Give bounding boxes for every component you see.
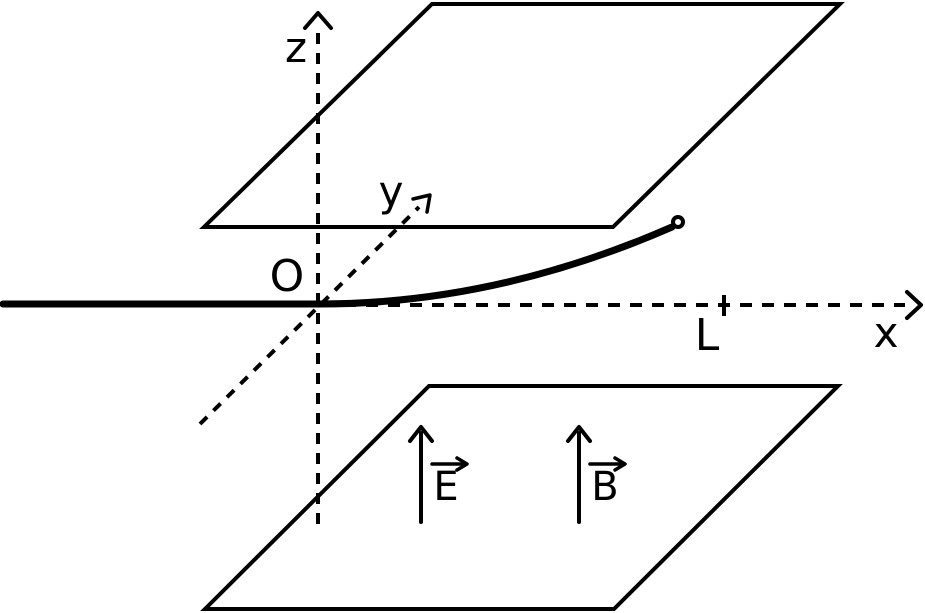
electric-field: E — [408, 425, 469, 524]
x-axis-label: x — [874, 308, 899, 357]
particle-marker — [671, 215, 685, 229]
magnetic-field: B — [566, 425, 627, 524]
x-axis: x — [322, 290, 923, 357]
b-field-label: B — [591, 464, 618, 510]
top-plate — [199, 2, 845, 229]
length-marker-label: L — [695, 310, 720, 361]
origin-label: O — [270, 251, 305, 302]
x-axis-arrowhead-icon — [905, 290, 923, 320]
y-axis-label: y — [379, 167, 404, 216]
z-axis: z — [285, 11, 333, 524]
length-marker: L — [695, 295, 726, 361]
y-axis: y — [198, 167, 432, 426]
z-axis-label: z — [285, 23, 307, 72]
b-vector-overbar-arrowhead-icon — [613, 456, 627, 472]
particle-trajectory — [0, 223, 676, 308]
e-field-label: E — [433, 464, 458, 510]
e-field-arrowhead-icon — [408, 425, 434, 443]
b-field-arrowhead-icon — [566, 425, 592, 443]
y-axis-arrowhead-icon — [411, 193, 432, 214]
bottom-plate — [200, 384, 843, 611]
y-axis-line — [198, 205, 421, 426]
e-vector-overbar-arrowhead-icon — [455, 456, 469, 472]
z-axis-arrowhead-icon — [303, 11, 333, 30]
